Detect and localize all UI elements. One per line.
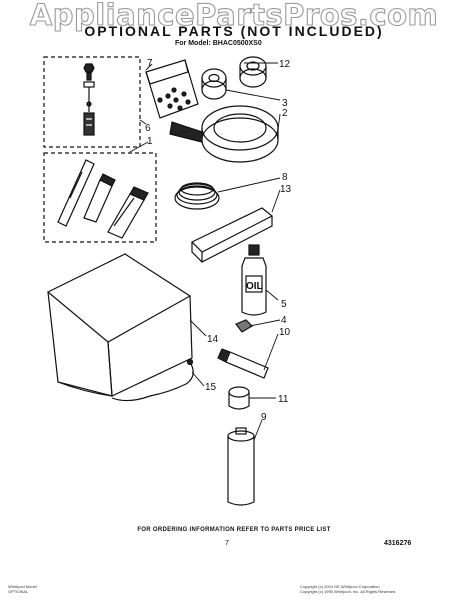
callout-10: 10 <box>279 327 291 338</box>
callout-12: 12 <box>279 59 291 70</box>
drain-cord-icon <box>111 361 194 402</box>
brand-line-1: Whirlpool Model <box>8 584 37 589</box>
unit-cover-icon <box>46 253 193 397</box>
copyright-line-1: Copyright (c) 2004 GE Whirlpool Corporat… <box>300 584 380 589</box>
callout-6: 6 <box>145 123 151 134</box>
callout-9: 9 <box>261 412 267 423</box>
foam-strip-icon <box>190 207 274 263</box>
callout-1: 1 <box>147 136 153 147</box>
hardware-bag-icon <box>145 59 199 119</box>
cap-icon <box>228 386 250 410</box>
coiled-cord-icon <box>174 182 220 210</box>
ordering-info: FOR ORDERING INFORMATION REFER TO PARTS … <box>137 527 331 533</box>
box-6-outline <box>43 56 141 148</box>
page-number: 7 <box>225 540 229 547</box>
callout-5: 5 <box>281 299 287 310</box>
seal-tube-kit-icon <box>57 159 149 239</box>
model-number: For Model: BHAC0500XS0 <box>175 40 262 47</box>
oil-bottle-icon <box>241 244 267 316</box>
callout-7: 7 <box>147 58 153 69</box>
copyright-note: Copyright (c) 2004 GE Whirlpool Corporat… <box>300 584 395 594</box>
seal-strip-coil-icon <box>169 105 279 163</box>
document-part-number: 4316276 <box>384 540 412 547</box>
brand-note: Whirlpool Model OPTIONAL <box>8 584 37 594</box>
valve-assembly-icon <box>83 63 95 136</box>
callout-4: 4 <box>281 315 287 326</box>
watermark: AppliancePartsPros.com <box>29 0 439 33</box>
page-title: OPTIONAL PARTS (NOT INCLUDED) <box>84 23 384 39</box>
brand-line-2: OPTIONAL <box>8 589 29 594</box>
callout-leaders <box>129 62 281 441</box>
tape-roll-icon <box>239 56 267 88</box>
callout-14: 14 <box>207 334 219 345</box>
canister-icon <box>227 427 255 506</box>
copyright-line-2: Copyright (c) 1995 Whirlpool, Inc. All R… <box>300 589 396 594</box>
callout-13: 13 <box>280 184 292 195</box>
callout-11: 11 <box>278 394 289 405</box>
callout-3: 3 <box>282 98 288 109</box>
oil-label-text: OIL <box>246 281 263 292</box>
sealant-tube-icon <box>217 348 269 379</box>
callout-2: 2 <box>282 108 288 119</box>
small-nut-icon <box>235 319 253 333</box>
box-1-outline <box>43 152 157 243</box>
small-tape-roll-icon <box>201 68 227 100</box>
callout-8: 8 <box>282 172 288 183</box>
callout-15: 15 <box>205 382 217 393</box>
